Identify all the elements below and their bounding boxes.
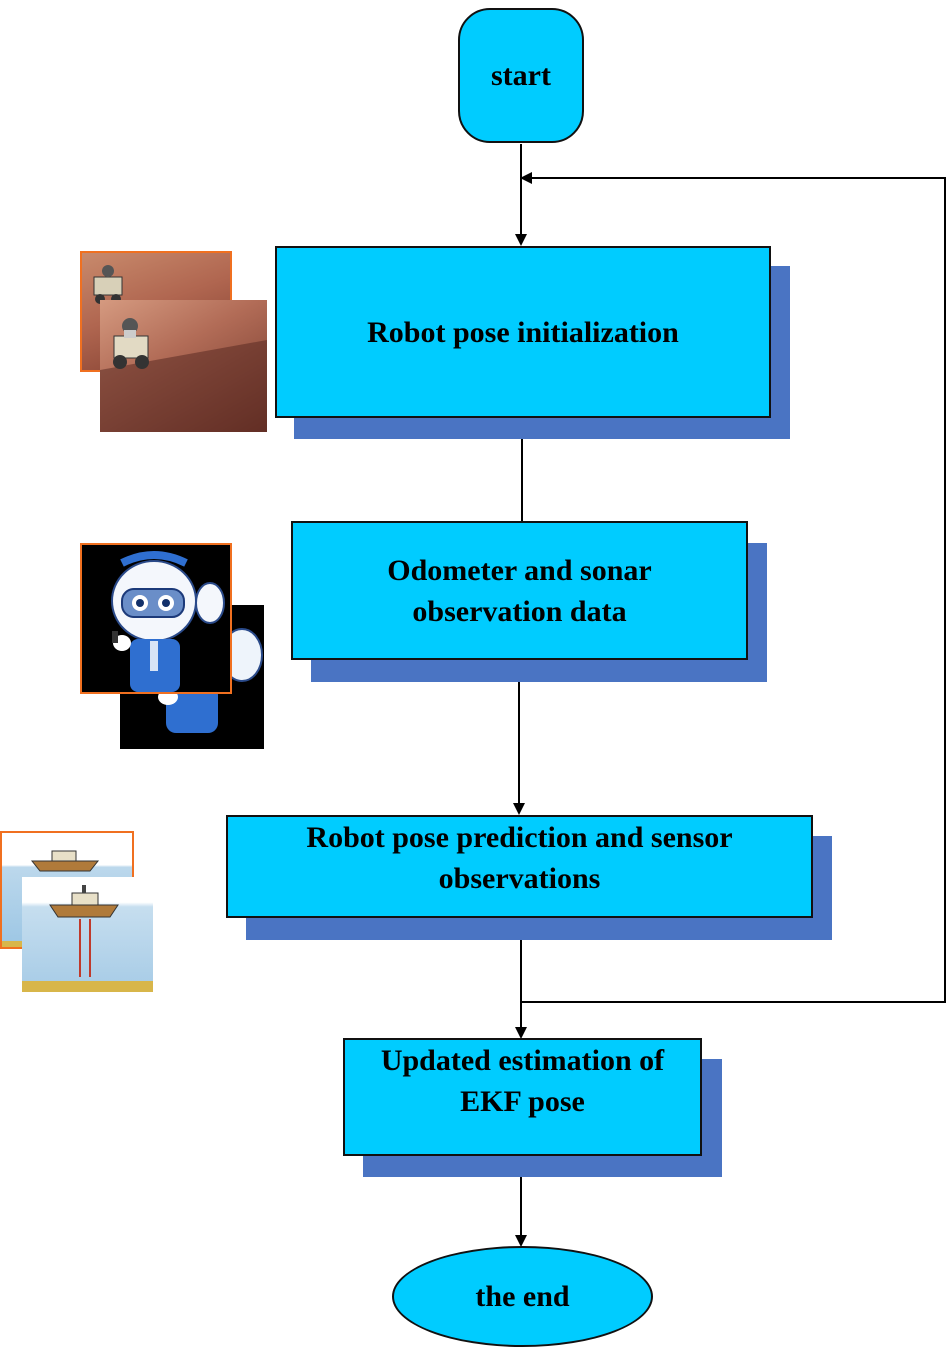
- step-updated-ekf-estimation: Updated estimation of EKF pose: [343, 1038, 702, 1156]
- end-label: the end: [475, 1280, 570, 1313]
- rover-icon: [93, 265, 123, 304]
- end-node: the end: [392, 1246, 653, 1347]
- step-2-label: Odometer and sonar observation data: [387, 553, 652, 628]
- robot-officer-icon: [111, 551, 225, 692]
- start-node: start: [458, 8, 584, 143]
- step-robot-pose-initialization: Robot pose initialization: [275, 246, 771, 418]
- step-odometer-sonar-data: Odometer and sonar observation data: [291, 521, 748, 660]
- step-4-label: Updated estimation of EKF pose: [380, 1044, 665, 1118]
- loop-back-line: [520, 172, 946, 1003]
- rover-icon: [100, 318, 267, 432]
- step-1-label: Robot pose initialization: [367, 315, 679, 349]
- start-label: start: [491, 59, 551, 92]
- step-pose-prediction-sensor-observations: Robot pose prediction and sensor observa…: [226, 815, 813, 918]
- step-3-label: Robot pose prediction and sensor observa…: [306, 821, 733, 895]
- robot-officer-icon: [158, 628, 263, 733]
- robot-cartoon-front: [80, 543, 232, 694]
- rover-photo-front: [100, 300, 267, 432]
- sonar-pulse-icon: [22, 885, 153, 992]
- sonar-ship-front: [22, 877, 153, 992]
